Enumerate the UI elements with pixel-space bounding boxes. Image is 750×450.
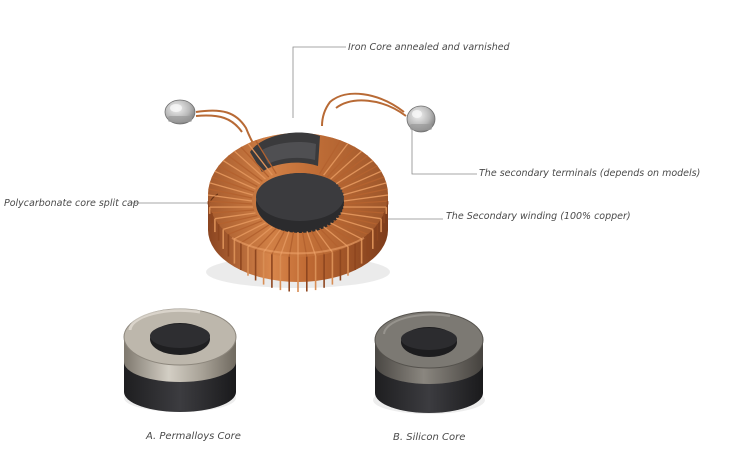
winding-turn: [341, 209, 385, 214]
winding-turn: [233, 150, 266, 180]
callout-iron-core: Iron Core annealed and varnished: [348, 42, 510, 53]
winding-turn: [315, 229, 333, 253]
leader-iron-core: [292, 46, 346, 118]
winding-turn: [218, 214, 258, 225]
winding-turn: [343, 194, 389, 202]
winding-turn: [343, 188, 388, 199]
winding-turn: [341, 176, 385, 193]
winding-turn: [222, 160, 261, 185]
winding-turn: [214, 170, 256, 190]
callout-secondary-terminals: The secondary terminals (depends on mode…: [479, 168, 701, 179]
toroid-transformer: [206, 132, 390, 292]
winding-turn: [343, 200, 388, 205]
caption-silicon-core: B. Silicon Core: [393, 432, 466, 443]
winding-turn: [326, 146, 356, 178]
winding-turn: [271, 230, 286, 255]
permalloy-core: [123, 308, 237, 412]
caption-permalloy-core: A. Permalloys Core: [146, 431, 241, 442]
winding-turn: [326, 224, 356, 244]
winding-turn: [228, 155, 263, 182]
winding-turn: [240, 224, 270, 244]
winding-turn: [310, 230, 325, 255]
winding-turn: [338, 214, 378, 225]
winding-turn: [333, 155, 368, 182]
callout-secondary-winding: The Secondary winding (100% copper): [446, 211, 631, 222]
winding-turn: [247, 143, 273, 176]
winding-turn: [211, 176, 255, 193]
winding-turn: [342, 182, 387, 196]
lead-wire-left-2: [195, 114, 243, 133]
winding-turn: [336, 217, 373, 231]
winding-turn: [255, 139, 277, 175]
winding-turn: [255, 227, 277, 251]
winding-turn: [330, 222, 362, 240]
winding-turn: [333, 220, 368, 235]
winding-turn: [207, 194, 253, 202]
winding-turn: [208, 188, 253, 199]
winding-turn: [335, 160, 374, 185]
winding-turn: [228, 220, 263, 235]
lead-wire-right: [321, 92, 405, 127]
secondary-terminal-left: [164, 99, 196, 125]
leader-terminals: [411, 128, 477, 175]
secondary-winding: [207, 139, 389, 292]
winding-turn: [247, 226, 273, 248]
winding-turn: [340, 170, 382, 190]
winding-turn: [240, 146, 270, 178]
winding-turn: [208, 200, 253, 205]
winding-turn: [323, 143, 349, 176]
winding-turn: [263, 229, 281, 253]
winding-turn: [319, 227, 341, 251]
winding-turn: [214, 212, 256, 220]
winding-turn: [234, 222, 266, 240]
winding-turn: [223, 217, 260, 231]
winding-turn: [218, 165, 258, 187]
winding-turn: [209, 182, 254, 196]
winding-turn: [330, 150, 363, 180]
secondary-terminal-right: [406, 105, 436, 133]
winding-turn: [340, 212, 382, 220]
silicon-core: [373, 311, 485, 414]
winding-turn: [338, 165, 378, 187]
winding-turn: [211, 209, 255, 214]
callout-split-cap: Polycarbonate core split cap: [4, 198, 139, 209]
winding-turn: [319, 139, 341, 175]
lead-wire-right-2: [335, 99, 407, 117]
winding-turn: [323, 226, 349, 248]
